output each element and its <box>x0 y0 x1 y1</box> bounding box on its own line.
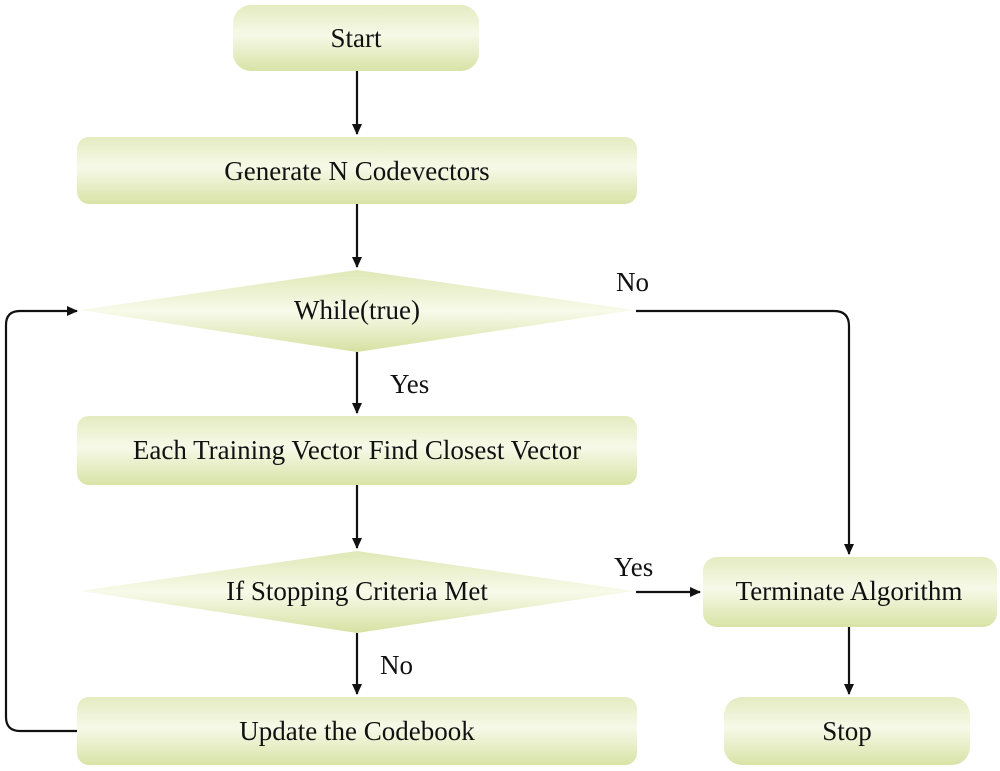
node-find-closest-vector-label: Each Training Vector Find Closest Vector <box>133 435 581 465</box>
decision-while-true: While(true) <box>80 270 634 352</box>
arrow-while-no-to-terminate <box>636 309 854 555</box>
edge-label-while-yes: Yes <box>390 369 429 399</box>
node-update-codebook-label: Update the Codebook <box>239 716 475 746</box>
edge-label-while-no: No <box>616 267 649 297</box>
node-update-codebook: Update the Codebook <box>77 697 637 765</box>
node-terminate-algorithm-label: Terminate Algorithm <box>736 576 963 606</box>
edge-label-stopping-no: No <box>380 650 413 680</box>
node-stop: Stop <box>724 697 970 765</box>
node-start: Start <box>233 5 479 71</box>
decision-stopping-criteria: If Stopping Criteria Met <box>80 551 634 633</box>
edge-label-stopping-yes: Yes <box>614 552 653 582</box>
node-stop-label: Stop <box>822 716 872 746</box>
decision-while-true-label: While(true) <box>294 295 420 325</box>
node-start-label: Start <box>331 23 382 53</box>
arrow-update-loop-to-while <box>4 306 78 733</box>
node-generate-codevectors: Generate N Codevectors <box>77 137 637 204</box>
decision-stopping-criteria-label: If Stopping Criteria Met <box>226 576 488 606</box>
node-generate-codevectors-label: Generate N Codevectors <box>224 156 489 186</box>
node-terminate-algorithm: Terminate Algorithm <box>703 557 997 627</box>
node-find-closest-vector: Each Training Vector Find Closest Vector <box>77 416 637 485</box>
